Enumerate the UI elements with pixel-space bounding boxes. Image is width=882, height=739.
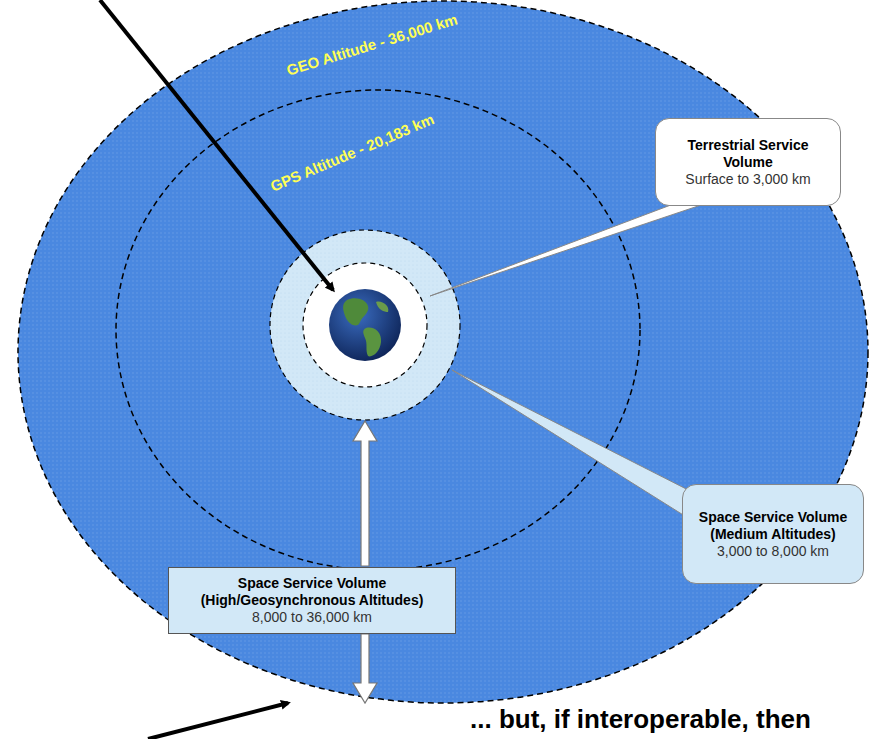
box-heading: Space Service Volume (High/Geosynchronou… [179, 575, 445, 609]
range-arrow [353, 634, 377, 703]
callout-pointer [430, 200, 716, 296]
note-text: ... but, if interoperable, then [470, 704, 811, 735]
callout-box: Terrestrial Service VolumeSurface to 3,0… [655, 118, 841, 206]
pointer-arrow [100, 0, 333, 290]
earth [329, 289, 401, 361]
callout-pointer [452, 370, 704, 528]
gps-orbit [116, 90, 640, 570]
terrestrial-band [303, 263, 427, 387]
geo-region [18, 1, 868, 703]
box-range: 3,000 to 8,000 km [693, 543, 853, 560]
range-box: Space Service Volume (High/Geosynchronou… [168, 567, 456, 634]
pointer-arrow [148, 703, 288, 739]
box-heading: Space Service Volume (Medium Altitudes) [693, 509, 853, 543]
orbit-label: GPS Altitude - 20,183 km [268, 110, 437, 194]
callout-box: Space Service Volume (Medium Altitudes)3… [682, 484, 864, 584]
medium-band [270, 230, 460, 420]
orbit-label: GEO Altitude - 36,000 km [284, 10, 459, 78]
range-arrow [353, 421, 377, 566]
box-range: Surface to 3,000 km [666, 171, 830, 188]
box-range: 8,000 to 36,000 km [179, 609, 445, 626]
box-heading: Terrestrial Service Volume [666, 137, 830, 171]
